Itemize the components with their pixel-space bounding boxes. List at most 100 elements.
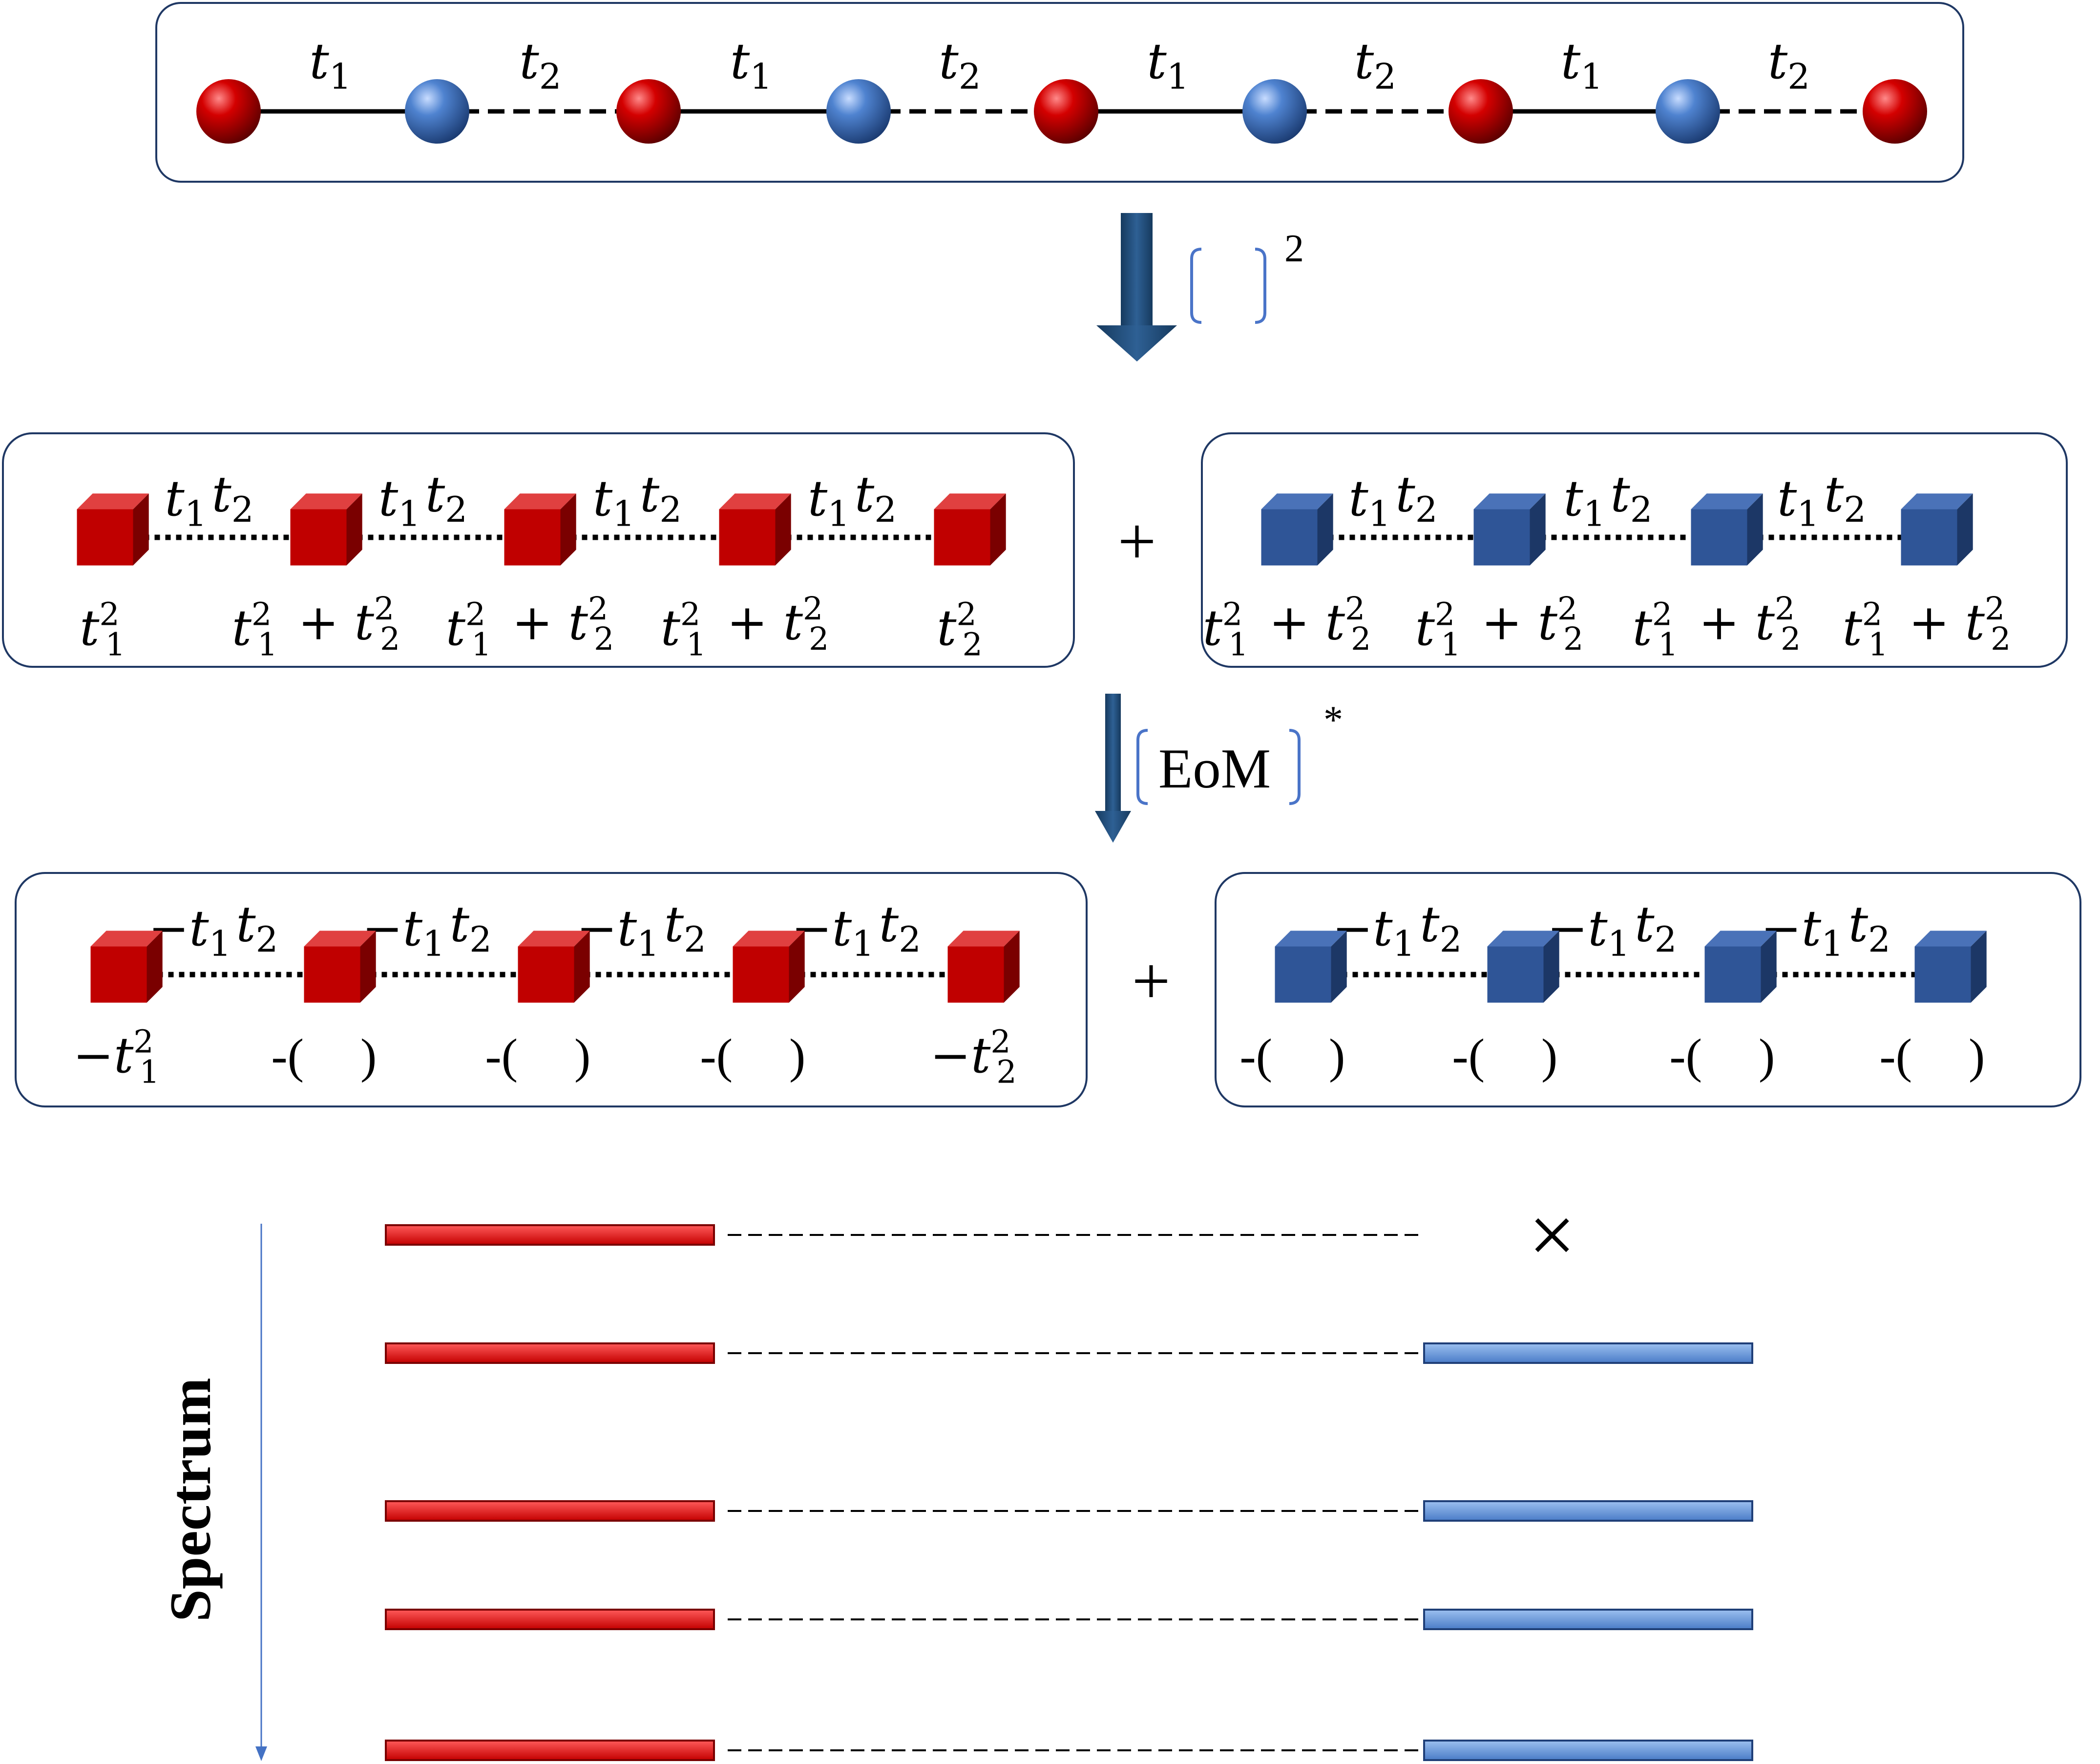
close-paren: ) <box>1969 1029 1985 1083</box>
spectrum-level <box>385 1224 1421 1246</box>
hopping-product: t1 t2 <box>1349 462 1443 534</box>
red-cube <box>934 493 1006 566</box>
blue-level-bar <box>1423 1500 1753 1522</box>
hopping-label: t2 <box>1354 29 1401 97</box>
close-paren: ) <box>1329 1029 1345 1083</box>
open-paren: -( <box>271 1029 304 1083</box>
hopping-label: t2 <box>1768 29 1815 97</box>
hopping-product: t1 t2 <box>808 462 902 534</box>
spectrum-level <box>385 1500 1753 1522</box>
site-blue <box>1242 79 1307 144</box>
negated-onsite: -() <box>1452 1029 1557 1083</box>
open-paren: -( <box>1669 1029 1702 1083</box>
red-cube <box>733 931 805 1003</box>
red-level-bar <box>385 1342 715 1364</box>
negated-onsite: -() <box>1669 1029 1775 1083</box>
close-paren: ) <box>574 1029 590 1083</box>
hopping-product: −t1 t2 <box>1761 892 1895 964</box>
site-red <box>616 79 681 144</box>
hopping-product: t1 t2 <box>593 462 687 534</box>
close-paren: ) <box>1541 1029 1557 1083</box>
red-cube <box>719 493 791 566</box>
blue-cube <box>1261 493 1333 566</box>
hopping-product: t1 t2 <box>1564 462 1658 534</box>
site-blue <box>826 79 891 144</box>
spectrum-axis <box>255 1224 267 1761</box>
negated-onsite: -() <box>271 1029 377 1083</box>
red-level-bar <box>385 1740 715 1761</box>
blue-cube <box>1275 931 1347 1003</box>
blue-cube <box>1473 493 1546 566</box>
blue-cube <box>1901 493 1973 566</box>
negated-onsite: -() <box>700 1029 805 1083</box>
blue-cube <box>1704 931 1777 1003</box>
blue-cube <box>1487 931 1559 1003</box>
hopping-product: −t1 t2 <box>362 892 497 964</box>
red-cube <box>290 493 362 566</box>
hopping-label: t1 <box>730 29 777 97</box>
right-bracket <box>1255 248 1266 324</box>
red-level-bar <box>385 1500 715 1522</box>
spectrum-label: Spectrum <box>158 1378 223 1622</box>
eom-superscript: * <box>1323 699 1343 742</box>
site-red <box>1034 79 1098 144</box>
negated-onsite: -() <box>1879 1029 1985 1083</box>
hopping-product: t1 t2 <box>1777 462 1871 534</box>
site-blue <box>405 79 469 144</box>
site-red <box>1449 79 1513 144</box>
red-level-bar <box>385 1224 715 1246</box>
spectrum-levels <box>385 1224 1753 1761</box>
eom-label: EoM <box>1158 738 1271 800</box>
square-exponent: 2 <box>1284 227 1304 270</box>
squared-blue-panel <box>1201 432 2068 668</box>
negated-onsite: -() <box>1239 1029 1345 1083</box>
open-paren: -( <box>1452 1029 1485 1083</box>
spectrum-level <box>385 1342 1753 1364</box>
negated-onsite: -() <box>485 1029 590 1083</box>
red-cube <box>947 931 1020 1003</box>
spectrum-level <box>385 1740 1753 1761</box>
red-cube <box>304 931 376 1003</box>
site-blue <box>1656 79 1720 144</box>
square-operator: 2 <box>1190 227 1304 324</box>
red-cube <box>77 493 149 566</box>
open-paren: -( <box>485 1029 518 1083</box>
blue-cube <box>1691 493 1763 566</box>
red-cube <box>90 931 163 1003</box>
blue-level-bar <box>1423 1609 1753 1630</box>
blue-level-bar <box>1423 1342 1753 1364</box>
red-cube <box>504 493 576 566</box>
hopping-label: t2 <box>520 29 567 97</box>
hopping-product: t1 t2 <box>378 462 472 534</box>
red-cube <box>518 931 590 1003</box>
site-red <box>196 79 261 144</box>
red-level-bar <box>385 1609 715 1630</box>
hopping-product: −t1 t2 <box>1332 892 1467 964</box>
blue-cube <box>1914 931 1987 1003</box>
eom-arrow <box>1095 694 1131 843</box>
plus-sign-squared: + <box>1118 504 1156 579</box>
right-bracket <box>1289 729 1301 805</box>
close-paren: ) <box>1759 1029 1775 1083</box>
chain-layer: t1 t2 t1 t2 t1 t2 t1 t2 <box>196 29 1927 144</box>
open-paren: -( <box>1239 1029 1272 1083</box>
square-arrow <box>1096 213 1177 361</box>
hopping-product: −t1 t2 <box>1547 892 1682 964</box>
left-bracket <box>1190 248 1202 324</box>
close-paren: ) <box>789 1029 805 1083</box>
hopping-label: t1 <box>1561 29 1608 97</box>
eom-blue-panel <box>1215 872 2081 1107</box>
hopping-label: t1 <box>310 29 357 97</box>
